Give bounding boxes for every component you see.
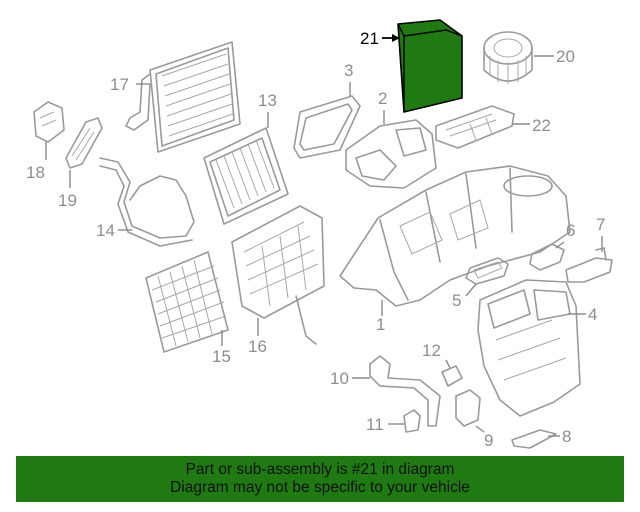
part-16-door-frame xyxy=(231,205,325,345)
info-banner: Part or sub-assembly is #21 in diagram D… xyxy=(16,456,624,502)
callout-11: 11 xyxy=(366,415,384,434)
part-15-grid xyxy=(145,251,229,353)
part-10-duct xyxy=(369,355,441,427)
callout-10: 10 xyxy=(330,369,349,388)
callout-19: 19 xyxy=(58,191,77,210)
callout-14: 14 xyxy=(96,221,115,240)
callout-13: 13 xyxy=(258,91,277,110)
callout-7: 7 xyxy=(596,215,605,234)
callout-1: 1 xyxy=(376,315,385,334)
banner-line-1: Part or sub-assembly is #21 in diagram xyxy=(185,461,455,478)
part-12-sensor xyxy=(441,365,463,387)
callout-15: 15 xyxy=(212,347,231,366)
part-5-gasket xyxy=(465,257,509,285)
callout-5: 5 xyxy=(452,291,461,310)
leader-12 xyxy=(445,359,451,369)
arrowhead-21 xyxy=(392,34,400,42)
part-3-seal xyxy=(293,95,361,159)
part-1-hvac-housing xyxy=(339,165,571,307)
callout-6: 6 xyxy=(566,221,575,240)
part-18-switch xyxy=(33,101,65,143)
part-6-cover xyxy=(529,243,565,271)
part-2-housing-cover xyxy=(345,119,437,189)
part-20-blower-motor xyxy=(483,31,533,84)
callout-18: 18 xyxy=(26,163,45,182)
parts-diagram: 17 13 3 2 21 20 22 xyxy=(26,19,613,450)
banner-line-2: Diagram may not be specific to your vehi… xyxy=(170,479,470,496)
part-19-gasket xyxy=(65,117,103,169)
part-22-bracket xyxy=(435,105,515,149)
callout-3: 3 xyxy=(344,61,353,80)
leader-6 xyxy=(555,241,565,249)
callout-22: 22 xyxy=(532,116,551,135)
callout-9: 9 xyxy=(484,431,493,450)
callout-2: 2 xyxy=(378,89,387,108)
part-4-lower-housing xyxy=(477,279,581,417)
callout-12: 12 xyxy=(422,341,441,360)
part-17-evaporator xyxy=(125,41,241,153)
callout-16: 16 xyxy=(248,337,267,356)
callout-21: 21 xyxy=(360,29,379,48)
leader-5 xyxy=(465,283,477,297)
part-13-heater-core xyxy=(203,127,289,225)
part-7-actuator xyxy=(565,247,613,283)
callout-8: 8 xyxy=(562,427,571,446)
leader-9 xyxy=(475,425,485,433)
part-8-flap xyxy=(511,429,557,449)
part-21-cabin-filter xyxy=(397,19,463,113)
callout-17: 17 xyxy=(110,75,129,94)
callout-20: 20 xyxy=(556,47,575,66)
part-11-connector xyxy=(403,409,421,433)
part-9-actuator xyxy=(455,389,481,427)
part-14-pipes xyxy=(99,157,195,247)
callout-4: 4 xyxy=(588,305,597,324)
